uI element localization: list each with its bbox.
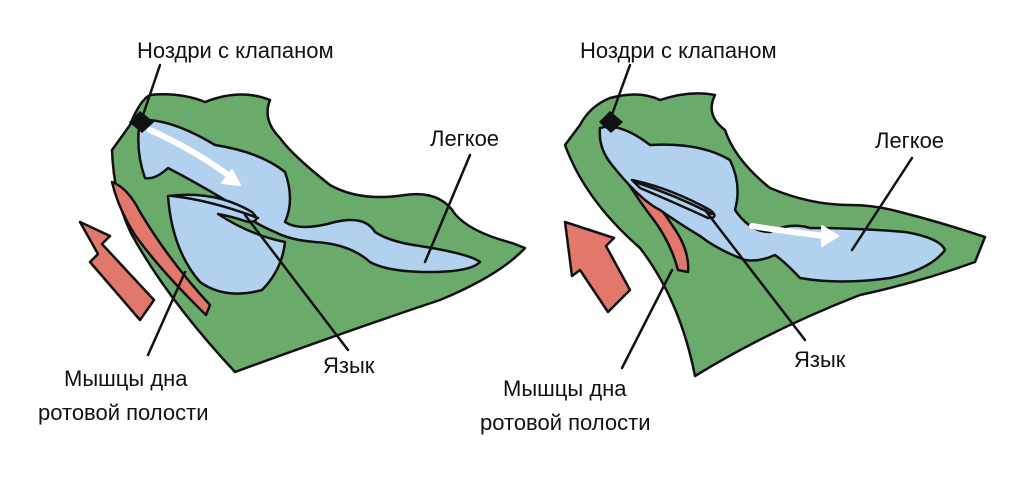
panel-1-nostril-label: Ноздри с клапаном	[137, 38, 334, 63]
panel-1-tongue-label: Язык	[323, 353, 375, 378]
panel-2-nostril-valve	[598, 110, 624, 134]
panel-2-lung-leader	[850, 156, 914, 252]
panel-2: Ноздри с клапаном Легкое Язык Мышцы дна …	[480, 38, 987, 435]
panel-1-floor-muscle	[110, 180, 212, 317]
panel-2-muscle-pressure-arrow	[563, 220, 632, 314]
panel-2-mouth-cavity	[630, 178, 716, 220]
panel-2-nostril-label: Ноздри с клапаном	[580, 38, 777, 63]
panel-1-tongue-leader	[243, 213, 350, 352]
panel-2-nostril-leader	[608, 63, 632, 122]
panel-2-lung-label: Легкое	[875, 128, 944, 153]
panel-2-muscle-label-line1: Мышцы дна	[503, 376, 627, 401]
panel-1: Ноздри с клапаном Легкое Язык Мышцы дна …	[38, 38, 527, 425]
panel-1-nostril-leader	[140, 63, 162, 120]
panel-2-tongue-label: Язык	[794, 347, 846, 372]
panel-1-lung-leader	[423, 153, 472, 264]
panel-1-muscle-label-line1: Мышцы дна	[64, 366, 188, 391]
panel-2-muscle-label-line2: ротовой полости	[480, 410, 650, 435]
panel-1-airflow-arrow	[147, 127, 241, 186]
panel-2-airflow-arrow	[749, 223, 839, 247]
panel-1-nostril-valve	[128, 111, 155, 133]
panel-1-tongue	[170, 194, 260, 220]
panel-1-mouth-cavity	[166, 193, 287, 295]
panel-1-nasal-cavity	[137, 118, 482, 274]
panel-1-muscle-label-line2: ротовой полости	[38, 400, 208, 425]
panel-1-muscle-pressure-arrow	[78, 220, 156, 322]
panel-2-muscle-leader	[620, 268, 674, 370]
panel-1-lung-label: Легкое	[430, 126, 499, 151]
panel-1-muscle-leader	[146, 270, 187, 357]
panel-2-nasal-cavity	[598, 125, 947, 283]
panel-2-tongue-leader	[703, 208, 807, 342]
